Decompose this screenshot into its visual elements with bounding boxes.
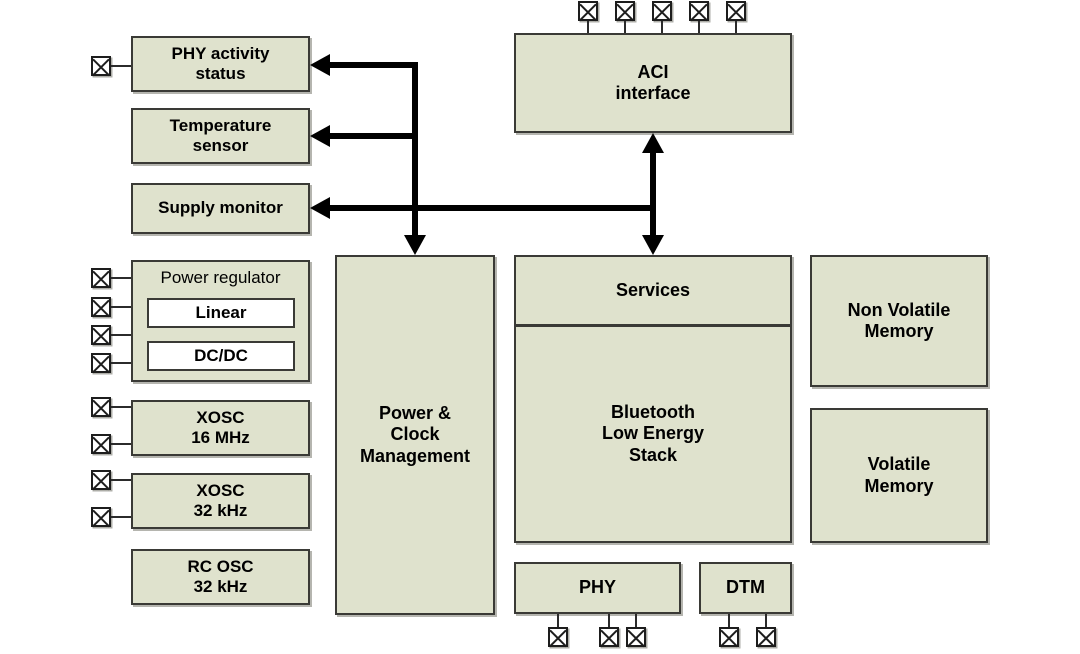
block-power-clock-management[interactable]: Power & Clock Management	[335, 255, 495, 615]
block-label: Power regulator	[160, 268, 281, 287]
block-label: Volatile Memory	[864, 454, 934, 496]
bus-branch-supply-monitor	[327, 205, 656, 211]
block-label: Linear	[195, 302, 247, 322]
pin-pad-icon[interactable]	[615, 1, 635, 21]
arrow-to-temperature-sensor	[310, 125, 330, 147]
bus-trunk-vertical	[412, 62, 418, 235]
pin-wire	[111, 334, 133, 336]
block-supply-monitor[interactable]: Supply monitor	[131, 183, 310, 234]
block-label: RC OSC 32 kHz	[187, 556, 254, 596]
block-label: Bluetooth Low Energy Stack	[601, 402, 704, 465]
block-label: XOSC 32 kHz	[193, 480, 248, 520]
block-volatile-memory[interactable]: Volatile Memory	[810, 408, 988, 543]
pin-wire	[698, 21, 700, 33]
pin-wire	[661, 21, 663, 33]
bus-branch-phy-activity	[327, 62, 418, 68]
pin-pad-icon[interactable]	[719, 627, 739, 647]
block-label: ACI interface	[615, 61, 691, 103]
pin-wire	[557, 614, 559, 627]
pin-wire	[111, 479, 133, 481]
block-label: DTM	[726, 577, 765, 598]
block-rc-osc-32khz[interactable]: RC OSC 32 kHz	[131, 549, 310, 605]
block-label: Supply monitor	[158, 198, 283, 218]
block-aci-interface[interactable]: ACI interface	[514, 33, 792, 133]
pin-wire	[111, 406, 133, 408]
pin-pad-icon[interactable]	[91, 56, 111, 76]
block-phy-activity-status[interactable]: PHY activity status	[131, 36, 310, 92]
block-ble-stack[interactable]: Bluetooth Low Energy Stack	[516, 327, 790, 541]
arrow-to-services	[642, 235, 664, 255]
block-label: Services	[615, 280, 691, 300]
block-xosc-16mhz[interactable]: XOSC 16 MHz	[131, 400, 310, 456]
pin-wire	[111, 516, 133, 518]
block-phy[interactable]: PHY	[514, 562, 681, 614]
block-label: PHY	[578, 577, 616, 598]
block-label: XOSC 16 MHz	[191, 407, 250, 447]
services-stack-divider	[516, 324, 790, 327]
pin-pad-icon[interactable]	[548, 627, 568, 647]
pin-pad-icon[interactable]	[756, 627, 776, 647]
pin-wire	[111, 65, 133, 67]
pin-pad-icon[interactable]	[578, 1, 598, 21]
block-xosc-32khz[interactable]: XOSC 32 kHz	[131, 473, 310, 529]
pin-wire	[765, 614, 767, 627]
pin-wire	[111, 443, 133, 445]
arrow-to-supply-monitor	[310, 197, 330, 219]
pin-pad-icon[interactable]	[726, 1, 746, 21]
pin-pad-icon[interactable]	[91, 507, 111, 527]
block-dcdc[interactable]: DC/DC	[147, 341, 295, 371]
block-label: DC/DC	[194, 345, 248, 365]
arrow-to-aci-interface	[642, 133, 664, 153]
block-temperature-sensor[interactable]: Temperature sensor	[131, 108, 310, 164]
pin-wire	[587, 21, 589, 33]
block-dtm[interactable]: DTM	[699, 562, 792, 614]
block-label: Non Volatile Memory	[847, 299, 951, 341]
pin-pad-icon[interactable]	[91, 268, 111, 288]
block-services-ble-container	[514, 255, 792, 543]
block-non-volatile-memory[interactable]: Non Volatile Memory	[810, 255, 988, 387]
pin-pad-icon[interactable]	[689, 1, 709, 21]
pin-wire	[111, 362, 133, 364]
pin-wire	[735, 21, 737, 33]
pin-pad-icon[interactable]	[91, 353, 111, 373]
pin-wire	[635, 614, 637, 627]
pin-pad-icon[interactable]	[91, 397, 111, 417]
pin-pad-icon[interactable]	[599, 627, 619, 647]
block-label: Temperature sensor	[169, 115, 272, 155]
pin-pad-icon[interactable]	[91, 325, 111, 345]
pin-wire	[608, 614, 610, 627]
arrow-to-phy-activity-status	[310, 54, 330, 76]
block-label: PHY activity status	[171, 43, 270, 83]
pin-wire	[111, 306, 133, 308]
block-services[interactable]: Services	[516, 257, 790, 324]
arrow-to-power-clock-management	[404, 235, 426, 255]
pin-wire	[728, 614, 730, 627]
pin-wire	[111, 277, 133, 279]
bus-branch-temperature	[327, 133, 418, 139]
pin-pad-icon[interactable]	[626, 627, 646, 647]
pin-wire	[624, 21, 626, 33]
bus-aci-services-vertical	[650, 150, 656, 240]
pin-pad-icon[interactable]	[91, 470, 111, 490]
block-label: Power & Clock Management	[359, 403, 471, 466]
pin-pad-icon[interactable]	[91, 297, 111, 317]
block-linear[interactable]: Linear	[147, 298, 295, 328]
pin-pad-icon[interactable]	[652, 1, 672, 21]
pin-pad-icon[interactable]	[91, 434, 111, 454]
